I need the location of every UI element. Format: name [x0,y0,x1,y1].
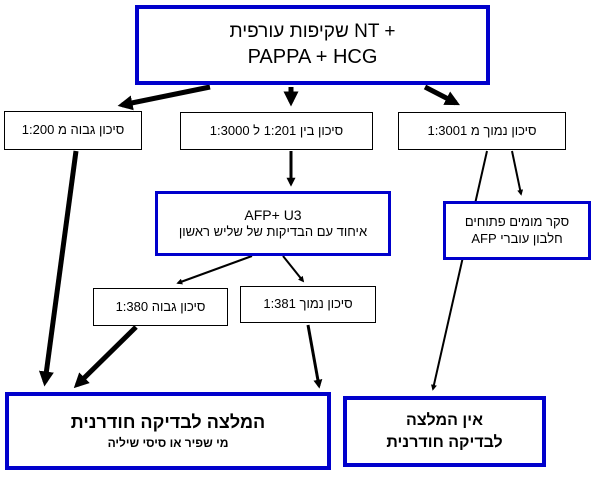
arrow-top-to-risk-high [117,84,211,111]
node-label: סיכון נמוך מ 1:3001 [427,122,537,138]
node-invasive-test-recommended: המלצה לבדיקה חודרנית מי שפיר או סיסי שיל… [5,392,331,470]
node-integrated-afp-u3: AFP+ U3 איחוד עם הבדיקות של שליש ראשון [155,191,391,256]
node-label: AFP+ U3 [244,206,302,223]
node-label: חלבון עוברי AFP [471,230,563,246]
node-label: סיכון גבוה 1:380 [115,298,206,314]
node-risk-below-1-3001: סיכון נמוך מ 1:3001 [398,112,566,150]
node-label: מי שפיר או סיסי שיליה [107,435,229,450]
node-risk-above-1-200: סיכון גבוה מ 1:200 [4,111,142,150]
arrow-integrated-to-risk-high-380 [176,255,253,285]
arrow-risk-381-down [306,324,323,389]
arrow-integrated-to-risk-low-381 [282,255,305,283]
node-label: איחוד עם הבדיקות של שליש ראשון [178,224,368,240]
node-label: סיכון נמוך 1:381 [263,296,353,312]
arrow-risk-low-to-screening [511,150,524,196]
node-open-defects-screening: סקר מומים פתוחים חלבון עוברי AFP [443,201,591,260]
node-label: אין המלצה [406,411,483,429]
node-label: לבדיקה חודרנית [386,433,503,451]
node-first-trimester-screen: שקיפות עורפית NT + PAPPA + HCG [135,5,490,85]
node-no-invasive-test: אין המלצה לבדיקה חודרנית [343,396,546,467]
arrow-top-to-risk-low [423,84,460,106]
node-risk-high-1-380: סיכון גבוה 1:380 [93,288,228,326]
node-label: סיכון גבוה מ 1:200 [21,122,125,138]
node-risk-between-1-201-1-3000: סיכון בין 1:201 ל 1:3000 [180,112,373,150]
node-label: סיכון בין 1:201 ל 1:3000 [209,122,344,138]
arrow-risk-380-to-invasive [73,325,138,389]
node-label: סקר מומים פתוחים [464,214,570,230]
arrow-risk-low-to-no-invasive [431,150,488,391]
node-risk-low-1-381: סיכון נמוך 1:381 [240,286,376,323]
arrow-risk-high-to-invasive [38,150,79,387]
node-label: שקיפות עורפית NT + [229,20,396,42]
node-label: PAPPA + HCG [247,46,378,69]
node-label: המלצה לבדיקה חודרנית [70,412,266,433]
